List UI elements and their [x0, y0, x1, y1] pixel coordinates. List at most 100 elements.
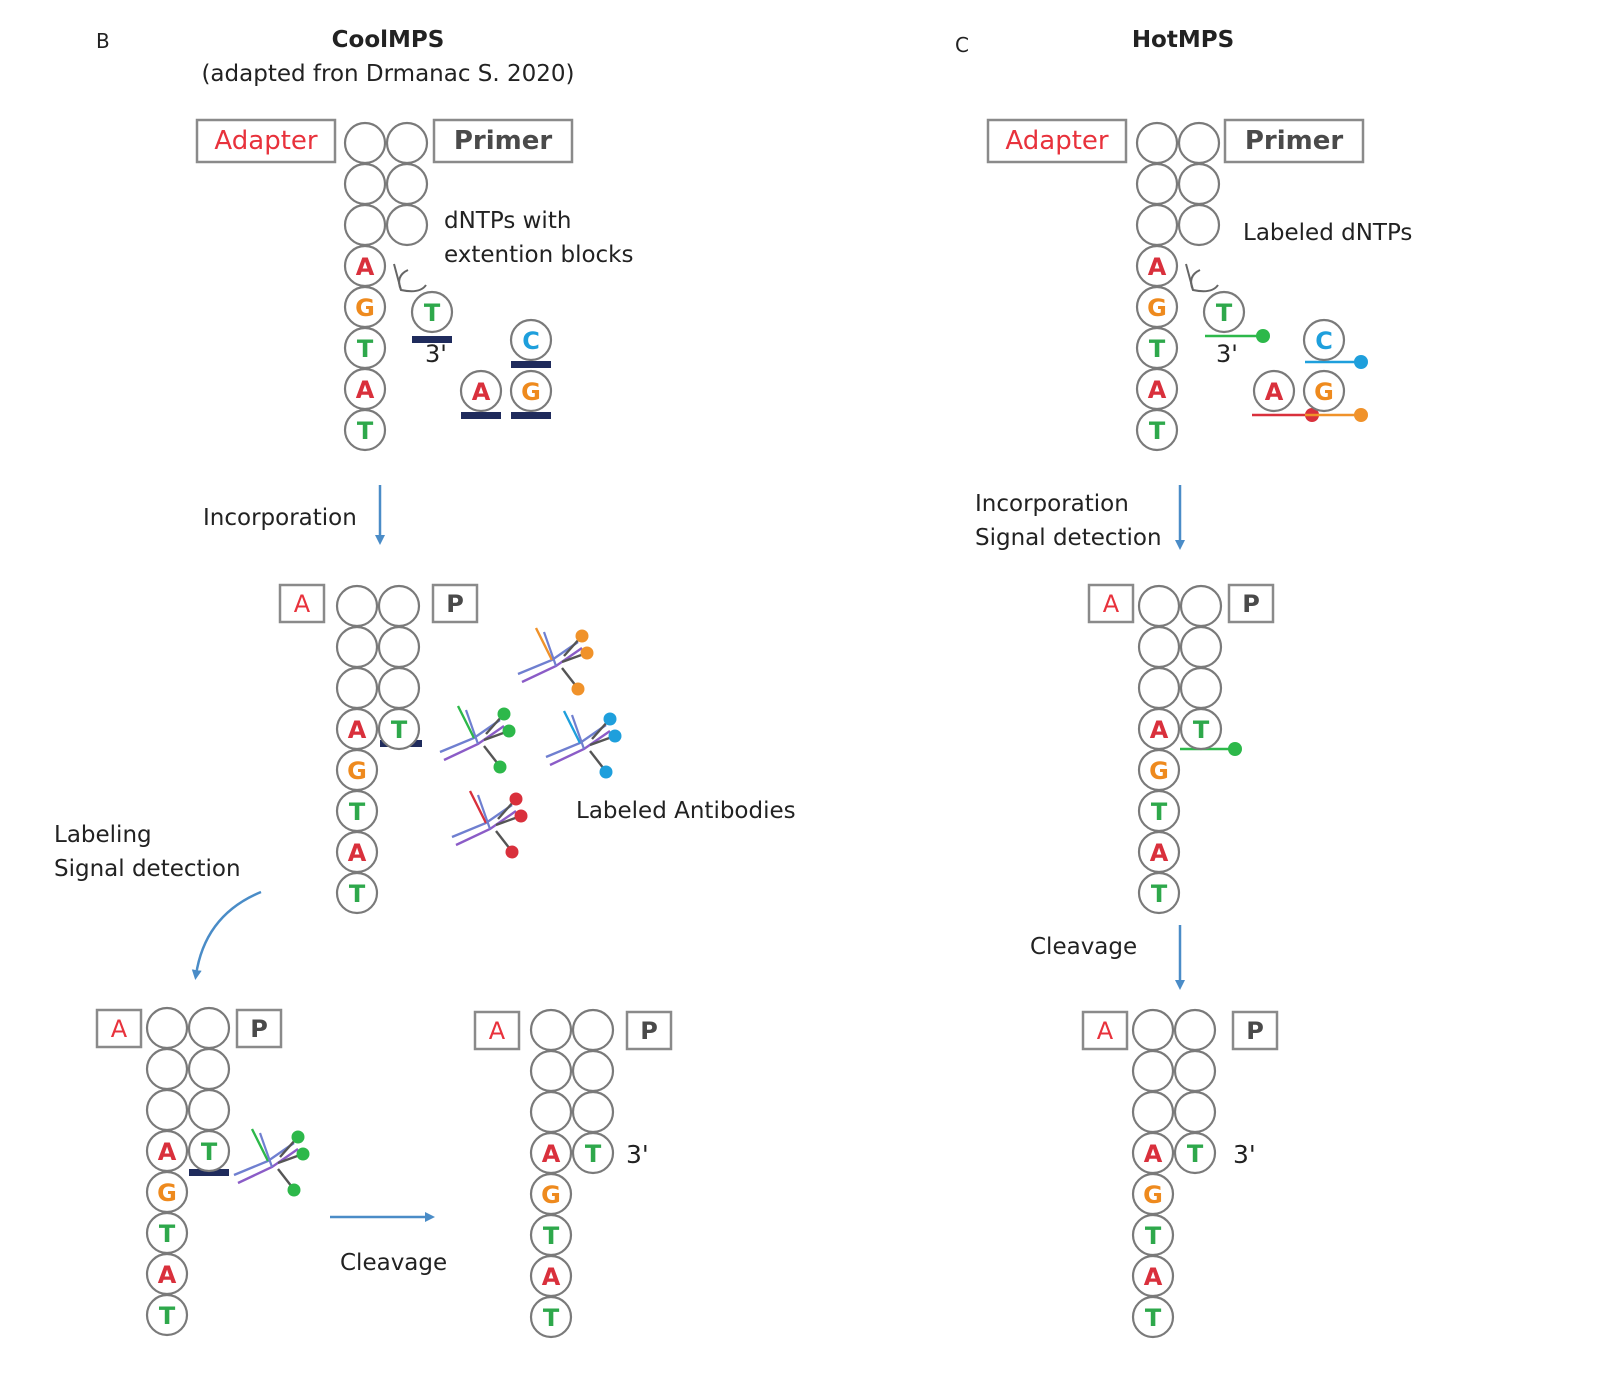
svg-text:T: T — [585, 1140, 602, 1168]
c3-template-a-1: A — [1131, 1131, 1175, 1175]
c3-template-t-5: T — [1131, 1295, 1175, 1339]
labeled-antibodies-label: Labeled Antibodies — [576, 798, 796, 824]
svg-text:C: C — [1315, 327, 1333, 355]
svg-text:G: G — [541, 1181, 561, 1209]
svg-text:T: T — [424, 299, 441, 327]
c2-template-t-5: T — [1137, 871, 1181, 915]
primer-p-box-3: P — [235, 1008, 283, 1049]
b3-template-ring — [145, 1047, 189, 1091]
b2-template-a-1: A — [335, 707, 379, 751]
b4-primer-ring — [571, 1008, 615, 1052]
b1-template-a-1: A — [343, 244, 387, 288]
b3-primer-ring — [187, 1006, 231, 1050]
b3-template-g-2: G — [145, 1170, 189, 1214]
primer-p-label-c2: P — [1242, 590, 1260, 618]
adapter-a-box-c2: A — [1087, 583, 1135, 624]
svg-text:G: G — [355, 294, 375, 322]
free-a-nucleotide-c: A — [1252, 369, 1296, 413]
bound-antibody-green — [233, 1128, 310, 1197]
adapter-a-label-3: A — [111, 1015, 128, 1043]
free-t-nucleotide-c: T — [1202, 290, 1246, 334]
c1-template-a-4: A — [1135, 367, 1179, 411]
svg-text:A: A — [1144, 1140, 1163, 1168]
b3-primer-ring — [187, 1047, 231, 1091]
c2-template-a-1: A — [1137, 707, 1181, 751]
primer-box: Primer — [432, 118, 574, 164]
c3-template-ring — [1131, 1049, 1175, 1093]
svg-text:A: A — [542, 1263, 561, 1291]
svg-text:A: A — [1148, 253, 1167, 281]
svg-text:A: A — [1150, 839, 1169, 867]
b3-incorporated-t: T — [187, 1129, 231, 1173]
b1-template-t-3: T — [343, 326, 387, 370]
extension-block-t — [412, 336, 452, 343]
svg-text:A: A — [348, 716, 367, 744]
labeling-label: Labeling — [54, 822, 152, 848]
incorporation-label: Incorporation — [203, 505, 357, 531]
c3-primer-ring — [1173, 1008, 1217, 1052]
c2-template-ring — [1137, 666, 1181, 710]
svg-text:G: G — [1149, 757, 1169, 785]
adapter-a-label-4: A — [489, 1017, 506, 1045]
b3-template-ring — [145, 1006, 189, 1050]
panel-b-subtitle: (adapted fron Drmanac S. 2020) — [201, 61, 574, 87]
primer-p-label-c3: P — [1246, 1017, 1264, 1045]
three-prime-final-c: 3' — [1233, 1140, 1256, 1169]
primer-label: Primer — [454, 126, 553, 156]
b3-template-t-3: T — [145, 1211, 189, 1255]
b2-primer-ring — [377, 584, 421, 628]
adapter-a-box-3: A — [95, 1008, 143, 1049]
b1-template-t-5: T — [343, 408, 387, 452]
free-g-nucleotide-c: G — [1302, 369, 1346, 413]
b3-template-t-5: T — [145, 1293, 189, 1337]
b3-template-ring — [145, 1088, 189, 1132]
c2-template-t-3: T — [1137, 789, 1181, 833]
three-prime-label: 3' — [425, 340, 447, 368]
svg-text:T: T — [391, 716, 408, 744]
b1-primer-ring — [385, 121, 429, 165]
b2-template-t-3: T — [335, 789, 379, 833]
free-c-nucleotide: C — [509, 318, 553, 362]
panel-b-letter: B — [96, 29, 110, 53]
b4-template-ring — [529, 1008, 573, 1052]
c1-template-ring — [1135, 121, 1179, 165]
extension-hook-tail-icon-c — [1185, 263, 1219, 293]
adapter-a-box-c3: A — [1081, 1010, 1129, 1051]
svg-text:T: T — [1216, 299, 1233, 327]
b4-template-g-2: G — [529, 1172, 573, 1216]
labeled-antibody-orange — [517, 627, 594, 696]
c2-primer-ring — [1179, 625, 1223, 669]
primer-box-c: Primer — [1223, 118, 1365, 164]
labeling-arrow — [191, 890, 262, 980]
c2-primer-ring — [1179, 584, 1223, 628]
adapter-label-c: Adapter — [1005, 126, 1108, 156]
free-g-nucleotide: G — [509, 369, 553, 413]
b1-primer-ring — [385, 162, 429, 206]
c3-template-a-4: A — [1131, 1254, 1175, 1298]
cleavage-label-b: Cleavage — [340, 1250, 447, 1276]
svg-text:G: G — [521, 378, 541, 406]
c3-primer-ring — [1173, 1049, 1217, 1093]
b4-template-ring — [529, 1090, 573, 1134]
b4-template-t-5: T — [529, 1295, 573, 1339]
c1-primer-ring — [1177, 162, 1221, 206]
b1-template-ring — [343, 162, 387, 206]
svg-text:T: T — [543, 1222, 560, 1250]
c1-template-t-3: T — [1135, 326, 1179, 370]
svg-text:A: A — [356, 376, 375, 404]
b2-template-g-2: G — [335, 748, 379, 792]
c2-template-a-4: A — [1137, 830, 1181, 874]
c1-primer-ring — [1177, 203, 1221, 247]
svg-text:T: T — [201, 1138, 218, 1166]
free-c-nucleotide-c: C — [1302, 318, 1346, 362]
b2-incorporated-t: T — [377, 707, 421, 751]
svg-text:T: T — [1145, 1222, 1162, 1250]
svg-text:G: G — [1143, 1181, 1163, 1209]
c1-template-a-1: A — [1135, 244, 1179, 288]
primer-p-box-4: P — [625, 1010, 673, 1051]
c1-template-g-2: G — [1135, 285, 1179, 329]
svg-text:T: T — [1187, 1140, 1204, 1168]
labeled-antibody-blue — [545, 710, 622, 779]
